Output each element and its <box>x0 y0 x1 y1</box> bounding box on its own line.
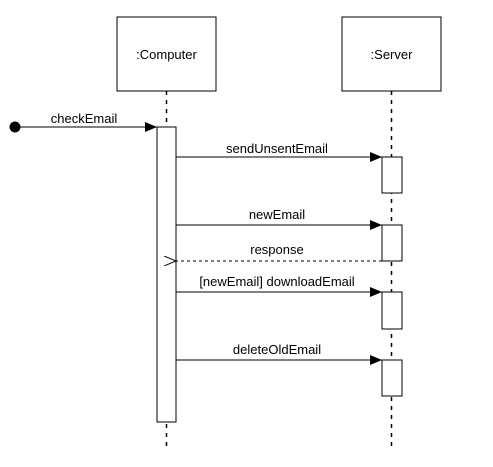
message-download-email-label: [newEmail] downloadEmail <box>199 274 354 289</box>
participant-server-label: :Server <box>371 47 414 62</box>
participant-server-box <box>341 16 442 92</box>
message-send-unsent-email-label: sendUnsentEmail <box>226 141 328 156</box>
activation-server-1 <box>381 156 403 194</box>
activation-server-3 <box>381 291 403 330</box>
participant-server: :Server <box>341 16 442 92</box>
participant-computer: :Computer <box>116 16 217 92</box>
message-check-email: checkEmail <box>9 111 157 133</box>
participant-computer-box <box>116 16 217 92</box>
activation-server-2 <box>381 224 403 262</box>
activation-computer <box>156 126 177 423</box>
message-delete-old-email: deleteOldEmail <box>176 342 382 365</box>
message-send-unsent-email: sendUnsentEmail <box>176 141 382 162</box>
activation-server-4 <box>381 359 403 397</box>
participant-computer-label: :Computer <box>136 47 197 62</box>
message-new-email-label: newEmail <box>249 207 305 222</box>
message-download-email: [newEmail] downloadEmail <box>176 274 382 297</box>
message-response-label: response <box>250 242 303 257</box>
message-response: response <box>176 242 382 261</box>
message-new-email: newEmail <box>176 207 382 230</box>
message-delete-old-email-label: deleteOldEmail <box>233 342 321 357</box>
message-check-email-label: checkEmail <box>51 111 118 126</box>
